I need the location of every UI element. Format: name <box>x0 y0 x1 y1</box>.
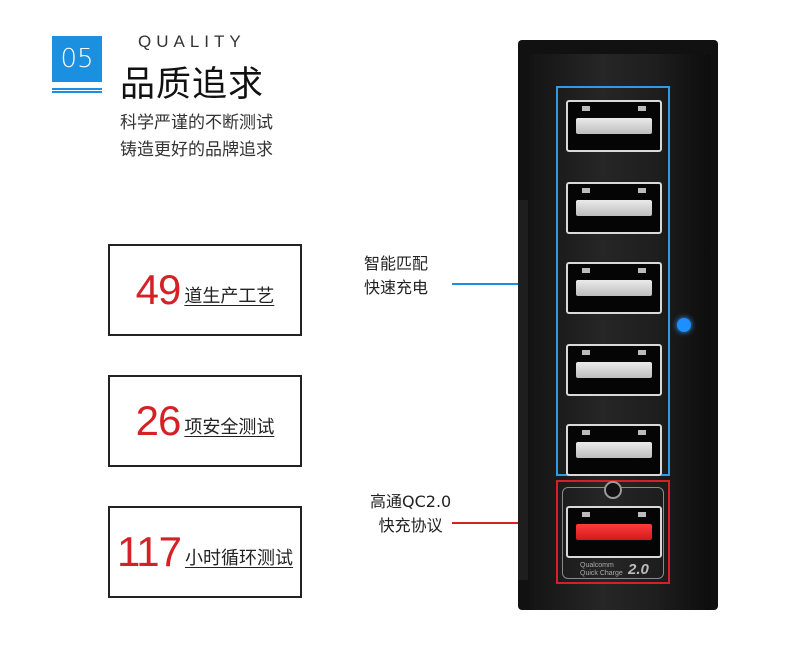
desc-line-2: 铸造更好的品牌追求 <box>120 140 273 160</box>
callout-line-1: 智能匹配 <box>364 254 429 273</box>
section-title-en: QUALITY <box>138 32 246 51</box>
usb-port <box>566 262 662 314</box>
stat-number: 117 <box>117 528 182 575</box>
stat-label: 道生产工艺 <box>184 286 275 307</box>
qc-version: 2.0 <box>628 561 649 578</box>
callout-line-1: 高通QC2.0 <box>370 492 452 511</box>
callout-smart-charge: 智能匹配 快速充电 <box>364 252 428 300</box>
section-description: 科学严谨的不断测试 铸造更好的品牌追求 <box>120 110 273 164</box>
callout-line-red <box>452 522 556 524</box>
qc-sub: Quick Charge <box>580 570 623 577</box>
callout-line-blue <box>452 283 556 285</box>
power-led-icon <box>677 318 691 332</box>
stat-label: 项安全测试 <box>184 417 275 438</box>
usb-port <box>566 100 662 152</box>
stat-number: 49 <box>135 266 182 313</box>
usb-port-qc <box>566 506 662 558</box>
callout-qc: 高通QC2.0 快充协议 <box>370 490 451 538</box>
badge-underline <box>52 88 102 93</box>
stat-number: 26 <box>135 397 182 444</box>
callout-line-2: 快速充电 <box>364 278 429 297</box>
stat-box-cycle: 117 小时循环测试 <box>108 506 302 598</box>
section-title-cn: 品质追求 <box>120 65 265 105</box>
usb-port <box>566 424 662 476</box>
usb-port <box>566 344 662 396</box>
callout-line-2: 快充协议 <box>378 516 443 535</box>
device-side <box>518 200 528 580</box>
qc-brand: Qualcomm <box>580 562 614 569</box>
qc-logo-icon <box>604 481 622 499</box>
section-number-badge: 05 <box>52 36 102 82</box>
usb-port <box>566 182 662 234</box>
desc-line-1: 科学严谨的不断测试 <box>120 113 273 133</box>
stat-label: 小时循环测试 <box>184 548 293 569</box>
stat-box-safety: 26 项安全测试 <box>108 375 302 467</box>
qc-brand-text: Qualcomm Quick Charge <box>580 562 623 578</box>
stat-box-process: 49 道生产工艺 <box>108 244 302 336</box>
